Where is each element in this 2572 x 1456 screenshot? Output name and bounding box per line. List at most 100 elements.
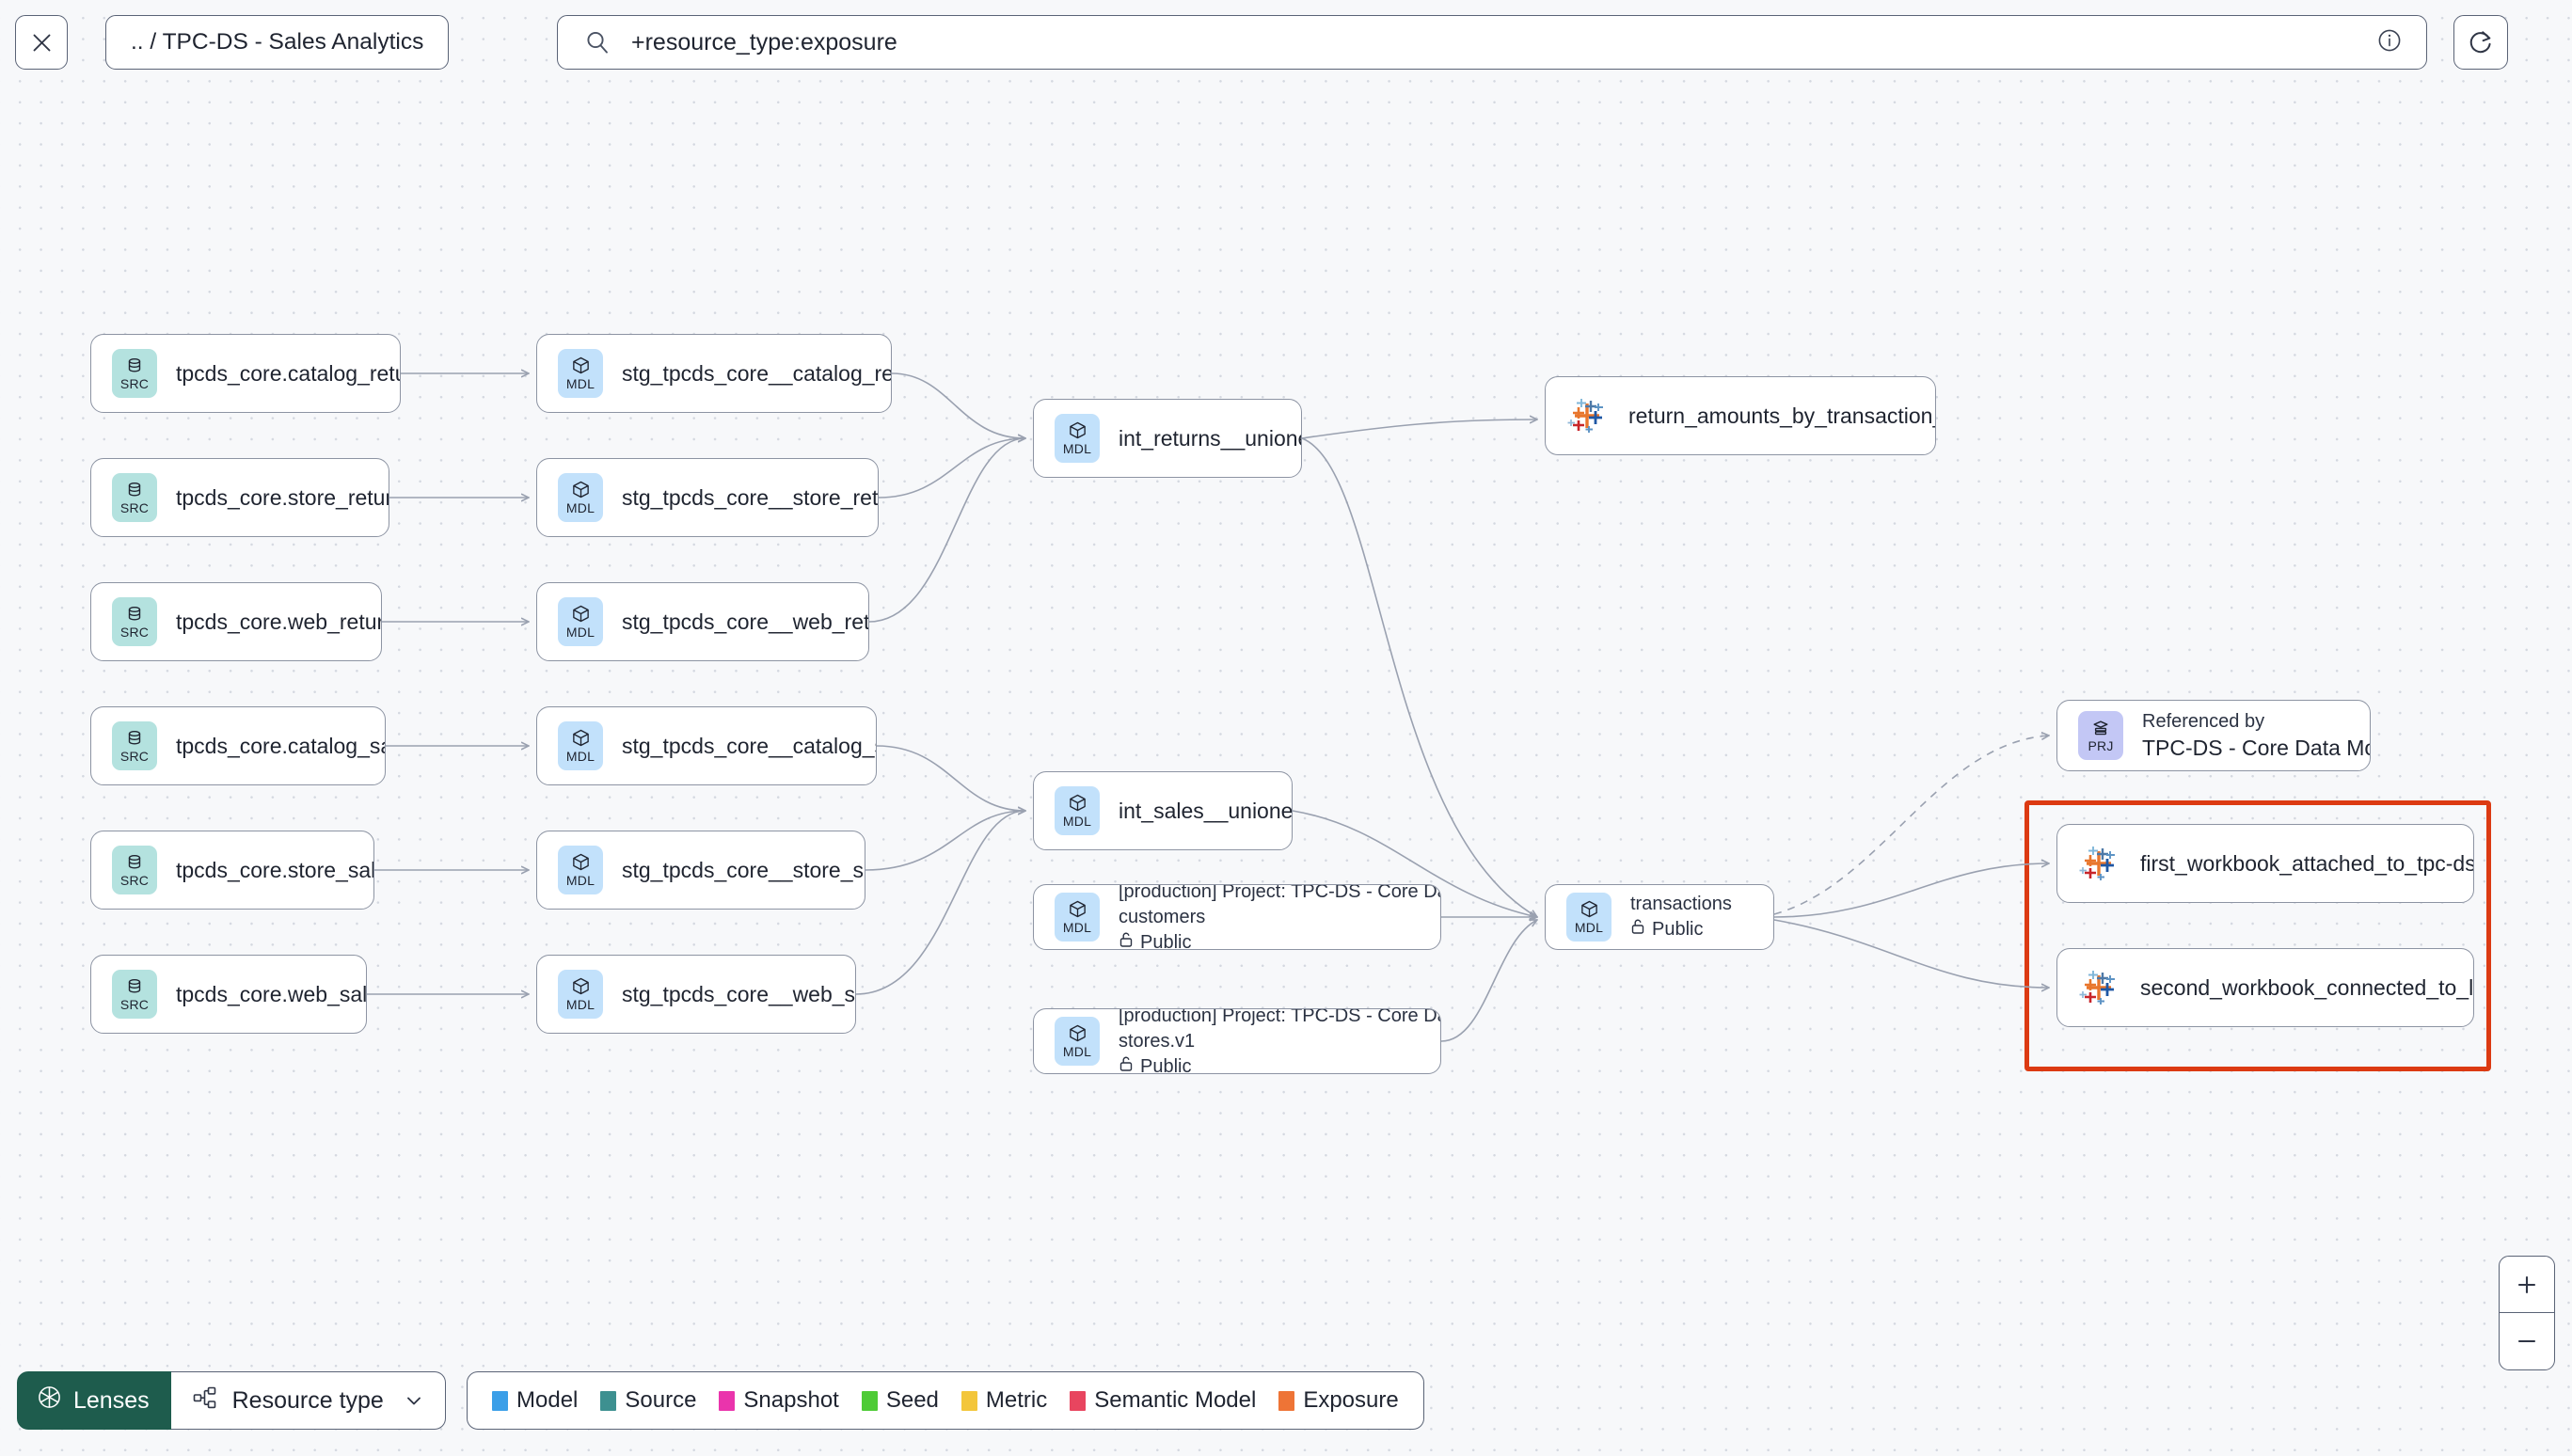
- access-label: Public: [1140, 1055, 1192, 1074]
- legend-swatch: [719, 1390, 736, 1411]
- tableau-icon: [2078, 843, 2120, 884]
- graph-node[interactable]: SRC tpcds_core.store_returns: [90, 458, 389, 537]
- node-title: transactions: [1630, 894, 1732, 914]
- legend-item[interactable]: Metric: [961, 1387, 1047, 1414]
- cube-icon: [571, 976, 591, 996]
- info-icon[interactable]: [2375, 26, 2404, 59]
- graph-node[interactable]: SRC tpcds_core.web_sales: [90, 955, 367, 1034]
- graph-node-transactions[interactable]: MDL transactions Public: [1545, 884, 1774, 950]
- resource-badge-prj: PRJ: [2078, 711, 2123, 760]
- node-text: [production] Project: TPC-DS - Core Data…: [1119, 1009, 1440, 1074]
- bottom-toolbar: Lenses Resource type: [0, 1358, 2572, 1456]
- graph-node[interactable]: MDL stg_tpcds_core__store_returns: [536, 458, 879, 537]
- node-text: tpcds_core.web_returns: [176, 609, 381, 636]
- legend-swatch: [961, 1390, 977, 1411]
- graph-node[interactable]: MDL stg_tpcds_core__store_sales: [536, 831, 865, 910]
- resource-badge-mdl: MDL: [558, 473, 603, 522]
- graph-node-exposure[interactable]: first_workbook_attached_to_tpc-ds_-_…: [2056, 824, 2474, 903]
- graph-node[interactable]: SRC tpcds_core.store_sales: [90, 831, 374, 910]
- zoom-out-button[interactable]: [2500, 1313, 2554, 1369]
- lens-control-group: Lenses Resource type: [17, 1371, 446, 1430]
- access-label: Public: [1652, 919, 1704, 940]
- resource-badge-src: SRC: [112, 349, 157, 398]
- legend-item[interactable]: Seed: [861, 1387, 939, 1414]
- graph-node[interactable]: MDL stg_tpcds_core__web_returns: [536, 582, 869, 661]
- access-label: Public: [1140, 931, 1192, 950]
- aperture-icon: [37, 1385, 62, 1416]
- database-icon: [125, 729, 144, 748]
- legend-label: Seed: [885, 1387, 939, 1413]
- resource-badge-src: SRC: [112, 846, 157, 894]
- database-icon: [125, 356, 144, 375]
- graph-node[interactable]: MDL int_sales__unioned: [1033, 771, 1293, 850]
- node-project-kicker: [production] Project: TPC-DS - Core Data…: [1119, 884, 1440, 902]
- search-input[interactable]: +resource_type:exposure: [557, 15, 2427, 70]
- graph-node-referenced-by[interactable]: PRJ Referenced by TPC-DS - Core Data Mod…: [2056, 700, 2371, 771]
- resource-badge-mdl: MDL: [1055, 1017, 1100, 1066]
- legend-swatch: [492, 1390, 508, 1411]
- legend-label: Semantic Model: [1094, 1387, 1257, 1413]
- node-title: tpcds_core.store_returns: [176, 484, 389, 510]
- graph-node[interactable]: MDL stg_tpcds_core__catalog_returns: [536, 334, 892, 413]
- refresh-button[interactable]: [2453, 15, 2508, 70]
- badge-label: MDL: [1062, 814, 1092, 829]
- chevron-down-icon: [404, 1390, 424, 1411]
- node-title: tpcds_core.catalog_sales: [176, 733, 385, 758]
- cube-icon: [1068, 1023, 1088, 1043]
- close-button[interactable]: [15, 15, 68, 70]
- graph-node[interactable]: MDL stg_tpcds_core__catalog_sales: [536, 706, 877, 785]
- legend-item[interactable]: Semantic Model: [1070, 1387, 1256, 1414]
- badge-label: SRC: [119, 624, 150, 640]
- graph-node[interactable]: SRC tpcds_core.catalog_returns: [90, 334, 401, 413]
- cube-icon: [1580, 899, 1599, 919]
- resource-badge-mdl: MDL: [1566, 893, 1611, 942]
- legend-item[interactable]: Source: [600, 1387, 696, 1414]
- node-title: TPC-DS - Core Data Models: [2142, 736, 2370, 761]
- node-title: tpcds_core.web_returns: [176, 609, 381, 634]
- breadcrumb-label: .. / TPC-DS - Sales Analytics: [131, 29, 424, 55]
- graph-node-exposure[interactable]: return_amounts_by_transaction_type: [1545, 376, 1936, 455]
- legend-swatch: [1278, 1390, 1295, 1411]
- graph-node-project-model[interactable]: MDL [production] Project: TPC-DS - Core …: [1033, 1008, 1441, 1074]
- database-icon: [125, 853, 144, 872]
- project-icon: [2091, 719, 2110, 737]
- node-text: stg_tpcds_core__catalog_returns: [622, 360, 891, 388]
- badge-label: SRC: [119, 499, 150, 515]
- node-title: customers: [1119, 906, 1206, 927]
- graph-node[interactable]: MDL int_returns__unioned: [1033, 399, 1302, 478]
- node-access: Public: [1630, 917, 1732, 942]
- nodes-icon: [192, 1385, 218, 1417]
- graph-node[interactable]: SRC tpcds_core.web_returns: [90, 582, 382, 661]
- graph-node[interactable]: MDL stg_tpcds_core__web_sales: [536, 955, 856, 1034]
- node-text: tpcds_core.store_returns: [176, 484, 389, 512]
- node-text: int_returns__unioned: [1119, 425, 1301, 452]
- lenses-button[interactable]: Lenses: [17, 1371, 171, 1430]
- resource-badge-mdl: MDL: [558, 970, 603, 1019]
- cube-icon: [571, 480, 591, 499]
- node-text: stg_tpcds_core__web_sales: [622, 981, 855, 1008]
- badge-label: MDL: [1062, 920, 1092, 935]
- legend-item[interactable]: Snapshot: [719, 1387, 839, 1414]
- resource-type-dropdown[interactable]: Resource type: [170, 1371, 446, 1430]
- node-text: Referenced by TPC-DS - Core Data Models: [2142, 709, 2370, 762]
- breadcrumb[interactable]: .. / TPC-DS - Sales Analytics: [105, 15, 450, 70]
- zoom-in-button[interactable]: [2500, 1257, 2554, 1313]
- badge-label: SRC: [119, 375, 150, 391]
- cube-icon: [1068, 899, 1088, 919]
- search-value: +resource_type:exposure: [631, 28, 897, 55]
- cube-icon: [571, 728, 591, 748]
- node-text: [production] Project: TPC-DS - Core Data…: [1119, 884, 1440, 950]
- unlock-icon: [1630, 917, 1645, 942]
- cube-icon: [571, 356, 591, 375]
- resource-badge-mdl: MDL: [1055, 893, 1100, 942]
- graph-node-exposure[interactable]: second_workbook_connected_to_live…: [2056, 948, 2474, 1027]
- legend-item[interactable]: Model: [492, 1387, 578, 1414]
- legend-item[interactable]: Exposure: [1278, 1387, 1399, 1414]
- graph-node-project-model[interactable]: MDL [production] Project: TPC-DS - Core …: [1033, 884, 1441, 950]
- node-title: tpcds_core.catalog_returns: [176, 360, 400, 386]
- tableau-icon: [1566, 395, 1608, 436]
- node-title: tpcds_core.web_sales: [176, 981, 367, 1006]
- tableau-icon: [2078, 967, 2120, 1008]
- node-text: stg_tpcds_core__web_returns: [622, 609, 868, 636]
- graph-node[interactable]: SRC tpcds_core.catalog_sales: [90, 706, 386, 785]
